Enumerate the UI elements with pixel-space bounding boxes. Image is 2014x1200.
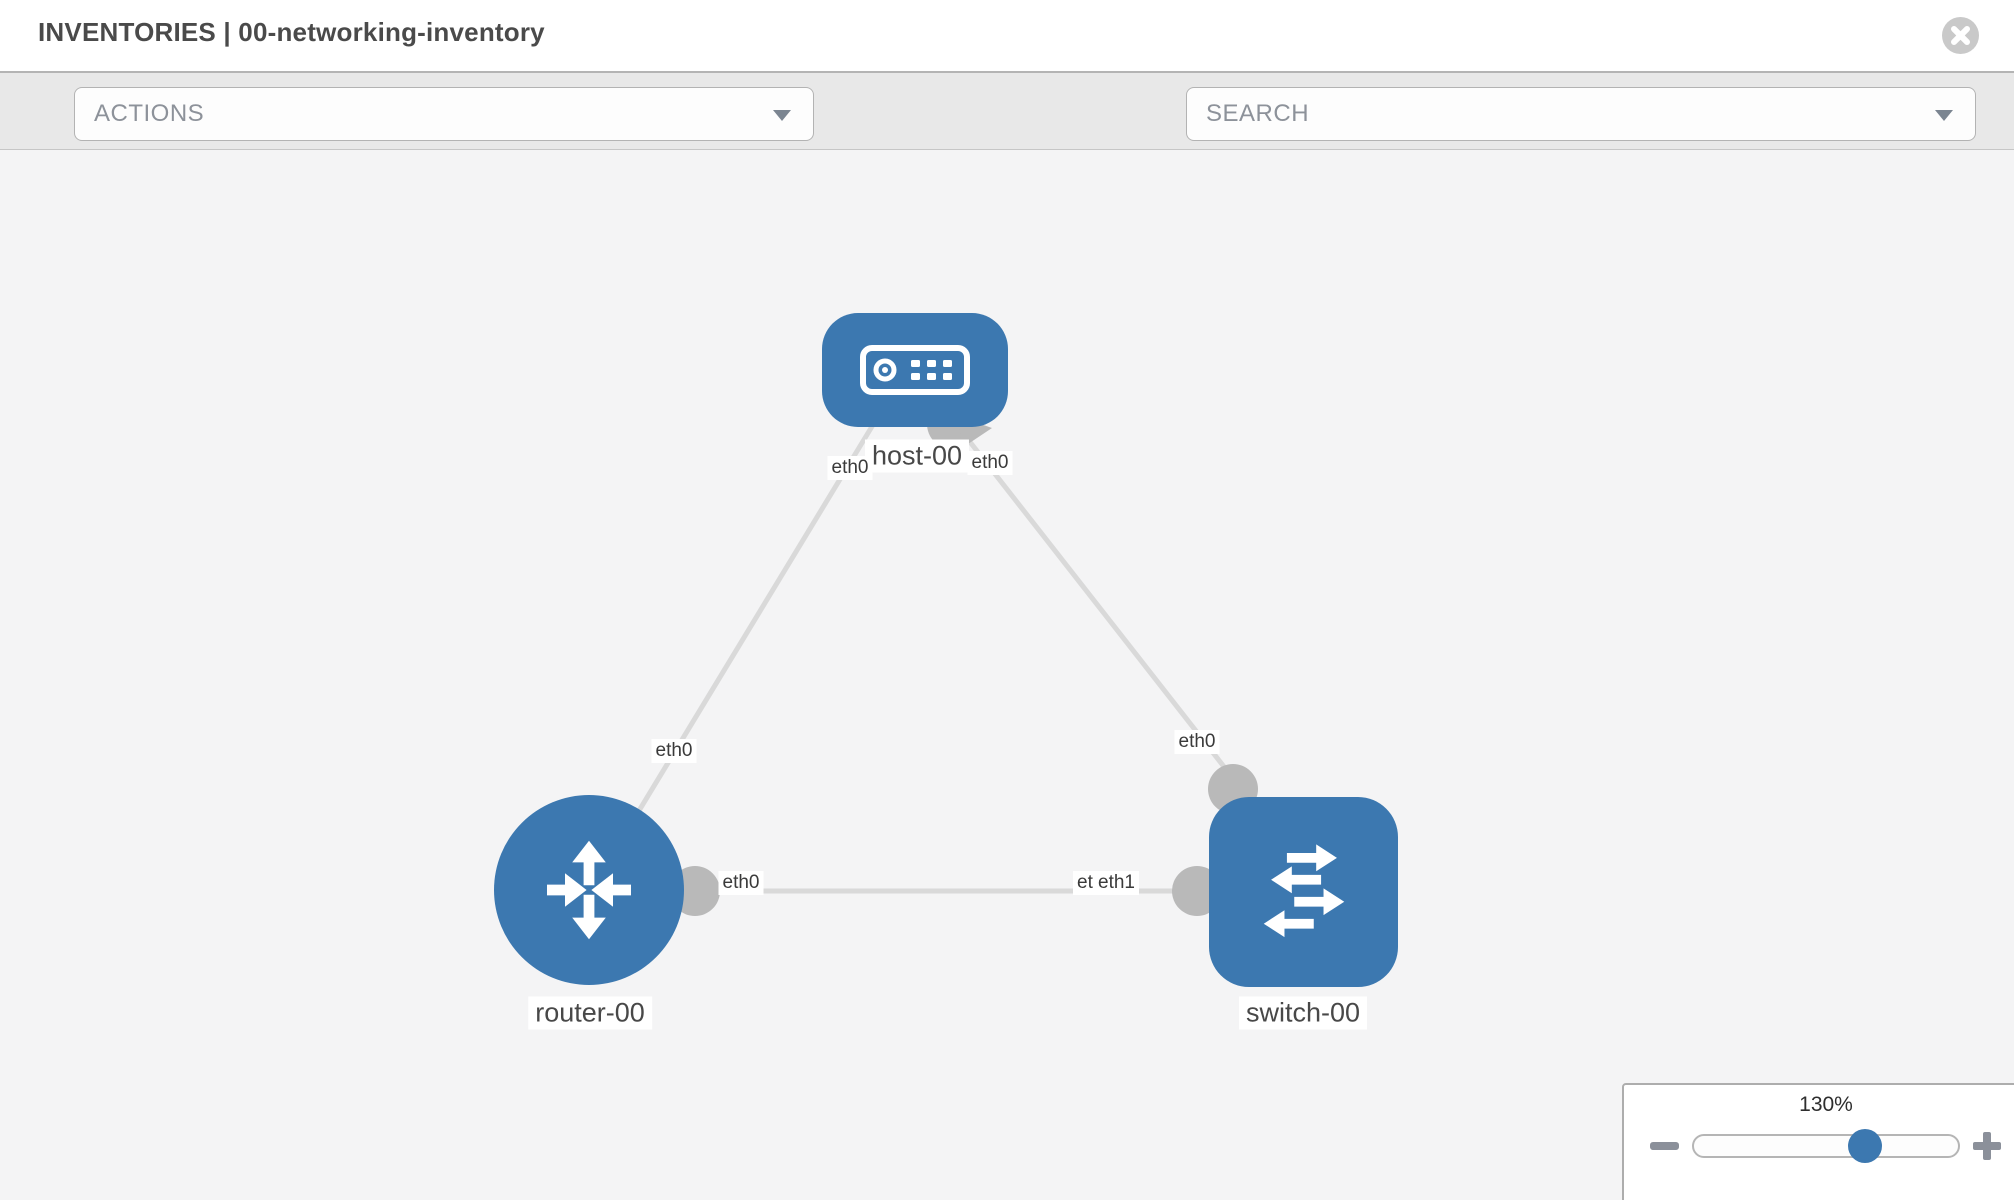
switch-icon bbox=[1263, 844, 1344, 938]
zoom-in-button[interactable] bbox=[1973, 1132, 2001, 1160]
interface-label-switch-eth1: eth1 bbox=[1094, 871, 1139, 895]
zoom-slider-track[interactable] bbox=[1692, 1134, 1960, 1158]
node-router-00[interactable] bbox=[494, 795, 684, 985]
close-icon bbox=[1951, 26, 1970, 45]
node-host-00[interactable] bbox=[822, 313, 1008, 427]
interface-label-host-eth0-right: eth0 bbox=[967, 451, 1013, 475]
zoom-control-panel: 130% bbox=[1622, 1083, 2014, 1200]
node-label-router: router-00 bbox=[528, 996, 652, 1030]
search-placeholder: SEARCH bbox=[1206, 100, 1310, 127]
actions-dropdown[interactable]: ACTIONS bbox=[74, 87, 814, 141]
router-icon bbox=[547, 840, 631, 940]
interface-label-host-eth0-left: eth0 bbox=[827, 456, 873, 480]
topology-links-layer bbox=[597, 399, 1258, 916]
page-title: INVENTORIES | 00-networking-inventory bbox=[38, 17, 545, 47]
host-icon bbox=[860, 345, 970, 395]
node-label-switch: switch-00 bbox=[1238, 996, 1368, 1030]
node-switch-00[interactable] bbox=[1209, 797, 1398, 987]
search-dropdown[interactable]: SEARCH bbox=[1186, 87, 1976, 141]
close-button[interactable] bbox=[1942, 17, 1979, 54]
interface-label-switch-eth0-top: eth0 bbox=[1174, 730, 1220, 754]
zoom-slider-thumb[interactable] bbox=[1848, 1129, 1882, 1163]
actions-dropdown-label: ACTIONS bbox=[94, 100, 205, 127]
node-label-host: host-00 bbox=[864, 439, 970, 473]
chevron-down-icon bbox=[1935, 110, 1953, 121]
header: INVENTORIES | 00-networking-inventory bbox=[0, 0, 2014, 71]
interface-label-router-eth0-right: eth0 bbox=[718, 871, 764, 895]
chevron-down-icon bbox=[773, 110, 791, 121]
zoom-level-value: 130% bbox=[1799, 1093, 1853, 1116]
topology-canvas[interactable]: host-00 router-00 switch-00 eth0 eth0 et… bbox=[0, 150, 2014, 1200]
zoom-out-button[interactable] bbox=[1650, 1142, 1679, 1150]
toolbar: ACTIONS SEARC bbox=[0, 71, 2014, 200]
plus-icon bbox=[1983, 1132, 1991, 1160]
link-host-router[interactable] bbox=[597, 403, 888, 877]
interface-label-router-eth0-top: eth0 bbox=[651, 739, 697, 763]
